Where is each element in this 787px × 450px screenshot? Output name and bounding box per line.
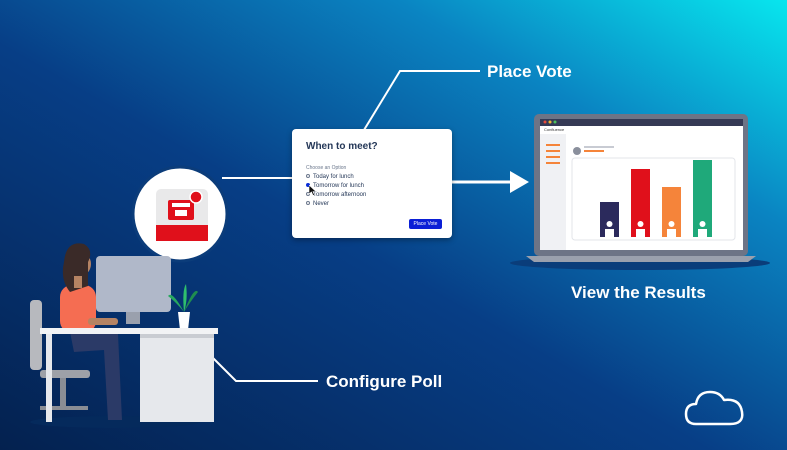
poll-option[interactable]: Today for lunch xyxy=(306,174,354,180)
result-bar xyxy=(600,202,619,237)
arrow-to-results xyxy=(452,171,529,193)
result-bar xyxy=(631,169,650,237)
person-at-desk-illustration xyxy=(30,243,218,428)
place-vote-label: Place Vote xyxy=(487,62,572,81)
voter-body xyxy=(667,229,676,237)
poll-option[interactable]: Never xyxy=(306,201,329,207)
poll-subtitle: Choose an Option xyxy=(306,165,347,171)
app-title: Confluence xyxy=(544,127,565,132)
voter-body xyxy=(636,229,645,237)
result-bar xyxy=(693,160,712,237)
option-label: Never xyxy=(313,201,330,207)
result-bar xyxy=(662,187,681,237)
poll-app-icon xyxy=(131,165,229,263)
cursor-icon xyxy=(309,185,317,196)
radio-button[interactable] xyxy=(306,201,310,206)
cloud-icon xyxy=(684,390,744,426)
results-bar-chart xyxy=(600,160,712,237)
voter-avatar-icon xyxy=(668,221,675,227)
poll-option[interactable]: Tomorrow afternoon xyxy=(306,192,366,198)
connector-lines xyxy=(209,70,480,382)
poll-title: When to meet? xyxy=(306,141,378,152)
place-vote-button[interactable]: Place Vote xyxy=(409,219,442,229)
radio-button[interactable] xyxy=(306,192,310,197)
option-label: Tomorrow afternoon xyxy=(313,192,367,198)
voter-body xyxy=(605,229,614,237)
option-label: Tomorrow for lunch xyxy=(313,183,365,189)
poll-card: When to meet? Choose an Option Today for… xyxy=(292,129,452,238)
voter-avatar-icon xyxy=(637,221,644,227)
voter-body xyxy=(698,229,707,237)
voter-avatar-icon xyxy=(606,221,613,227)
view-results-label: View the Results xyxy=(571,283,706,302)
configure-poll-label: Configure Poll xyxy=(326,372,443,391)
voter-avatar-icon xyxy=(699,221,706,227)
radio-button[interactable] xyxy=(306,174,310,179)
option-label: Today for lunch xyxy=(313,174,354,180)
